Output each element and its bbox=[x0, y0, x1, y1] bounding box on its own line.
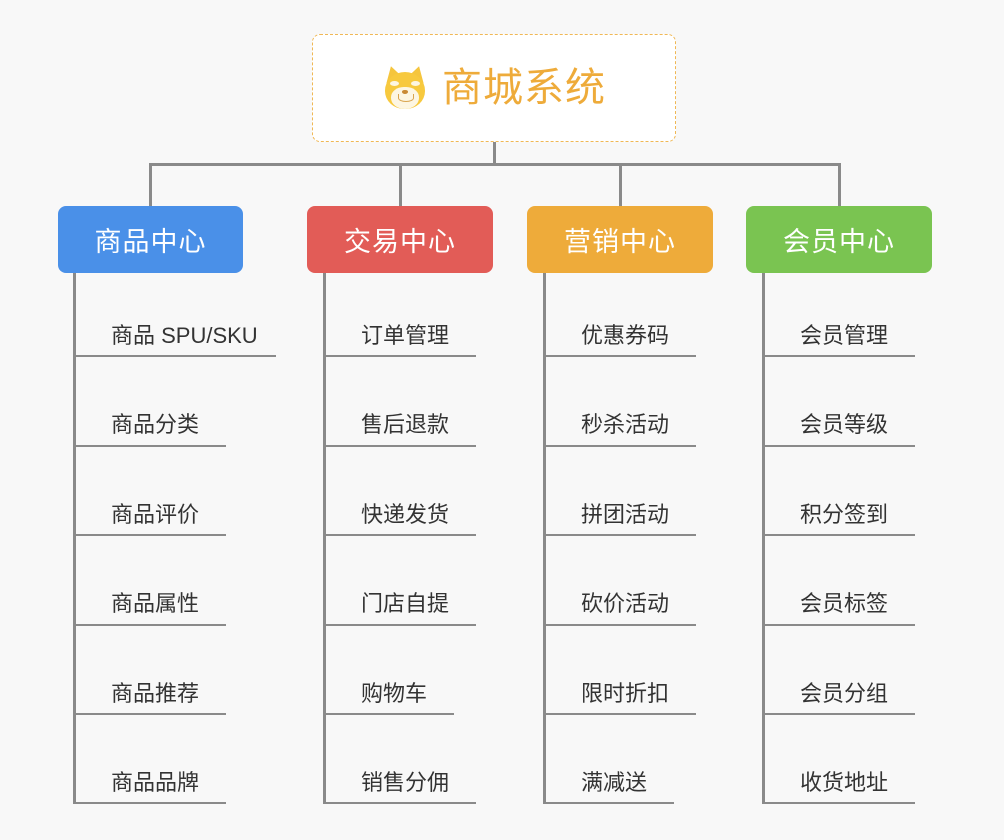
branch-drop-1 bbox=[149, 163, 152, 206]
leaf-item-label: 售后退款 bbox=[361, 412, 450, 438]
leaf-item-label: 会员管理 bbox=[800, 323, 889, 348]
category-box-2[interactable]: 交易中心 bbox=[307, 206, 493, 273]
category-label: 营销中心 bbox=[564, 227, 676, 257]
leaf-item-label: 收货地址 bbox=[800, 770, 889, 795]
leaf-stem bbox=[323, 273, 326, 802]
leaf-item[interactable]: 商品分类 bbox=[73, 412, 226, 447]
leaf-item-label: 砍价活动 bbox=[581, 591, 670, 617]
category-box-3[interactable]: 营销中心 bbox=[527, 206, 713, 273]
leaf-item[interactable]: 优惠券码 bbox=[543, 323, 696, 358]
leaf-item-label: 会员标签 bbox=[800, 591, 889, 617]
category-box-4[interactable]: 会员中心 bbox=[746, 206, 932, 273]
leaf-stem bbox=[543, 273, 546, 802]
leaf-item[interactable]: 会员等级 bbox=[762, 412, 915, 447]
leaf-column-4: 会员管理会员等级积分签到会员标签会员分组收货地址 bbox=[762, 273, 1004, 805]
leaf-column-2: 订单管理售后退款快递发货门店自提购物车销售分佣 bbox=[323, 273, 583, 805]
category-label: 交易中心 bbox=[344, 227, 456, 257]
leaf-item[interactable]: 商品属性 bbox=[73, 591, 226, 626]
root-node[interactable]: 商城系统 bbox=[312, 34, 676, 142]
leaf-item[interactable]: 会员标签 bbox=[762, 591, 915, 626]
leaf-item-label: 商品品牌 bbox=[111, 770, 200, 795]
leaf-stem bbox=[762, 273, 765, 802]
leaf-item-label: 积分签到 bbox=[800, 501, 889, 527]
leaf-item-label: 会员分组 bbox=[800, 680, 889, 706]
branch-drop-3 bbox=[618, 163, 622, 206]
leaf-item[interactable]: 售后退款 bbox=[323, 412, 476, 447]
leaf-item[interactable]: 满减送 bbox=[543, 770, 674, 805]
category-label: 会员中心 bbox=[783, 227, 895, 257]
leaf-item[interactable]: 秒杀活动 bbox=[543, 412, 696, 447]
leaf-item[interactable]: 购物车 bbox=[323, 681, 454, 715]
leaf-item[interactable]: 订单管理 bbox=[323, 323, 476, 358]
root-title: 商城系统 bbox=[442, 66, 606, 110]
leaf-column-1: 商品 SPU/SKU 商品分类商品评价商品属性商品推荐商品品牌 bbox=[73, 273, 333, 805]
leaf-item-label: 优惠券码 bbox=[581, 323, 670, 348]
leaf-item-label: 限时折扣 bbox=[581, 680, 670, 706]
trunk-bar bbox=[150, 163, 841, 166]
leaf-item[interactable]: 会员管理 bbox=[762, 323, 915, 358]
leaf-column-3: 优惠券码秒杀活动拼团活动砍价活动限时折扣满减送 bbox=[543, 273, 803, 805]
leaf-item[interactable]: 商品 SPU/SKU bbox=[73, 323, 276, 358]
leaf-item-label: 订单管理 bbox=[361, 323, 450, 348]
leaf-item-label: 商品推荐 bbox=[111, 680, 200, 706]
leaf-item-label: 商品分类 bbox=[111, 412, 200, 438]
leaf-item[interactable]: 砍价活动 bbox=[543, 591, 696, 626]
leaf-item[interactable]: 商品评价 bbox=[73, 501, 226, 537]
leaf-item-label: 满减送 bbox=[581, 770, 648, 795]
leaf-item-label: 购物车 bbox=[361, 680, 428, 706]
leaf-item-label: 会员等级 bbox=[800, 412, 889, 438]
leaf-item[interactable]: 门店自提 bbox=[323, 591, 476, 626]
leaf-item[interactable]: 商品品牌 bbox=[73, 770, 226, 805]
leaf-item-label: 门店自提 bbox=[361, 591, 450, 617]
leaf-item[interactable]: 收货地址 bbox=[762, 770, 915, 805]
leaf-item[interactable]: 拼团活动 bbox=[543, 501, 696, 537]
leaf-item[interactable]: 快递发货 bbox=[323, 501, 476, 537]
leaf-item[interactable]: 积分签到 bbox=[762, 501, 915, 537]
leaf-stem bbox=[73, 273, 76, 802]
leaf-item-label: 商品评价 bbox=[111, 501, 200, 527]
leaf-item-label: 秒杀活动 bbox=[581, 412, 670, 438]
leaf-item-label: 快递发货 bbox=[361, 501, 450, 527]
branch-drop-2 bbox=[398, 163, 402, 206]
leaf-item-label: 销售分佣 bbox=[361, 770, 450, 795]
leaf-item-label: 拼团活动 bbox=[581, 501, 670, 527]
leaf-item-label: 商品属性 bbox=[111, 591, 200, 617]
category-box-1[interactable]: 商品中心 bbox=[58, 206, 243, 273]
root-stem bbox=[493, 142, 496, 164]
leaf-item[interactable]: 限时折扣 bbox=[543, 681, 696, 715]
leaf-item[interactable]: 商品推荐 bbox=[73, 681, 226, 715]
leaf-item-label: 商品 SPU/SKU bbox=[111, 323, 258, 348]
leaf-item[interactable]: 会员分组 bbox=[762, 681, 915, 715]
leaf-item[interactable]: 销售分佣 bbox=[323, 770, 476, 805]
shiba-inu-dog-face-icon bbox=[382, 63, 428, 111]
category-label: 商品中心 bbox=[94, 227, 207, 257]
branch-drop-4 bbox=[837, 163, 841, 206]
